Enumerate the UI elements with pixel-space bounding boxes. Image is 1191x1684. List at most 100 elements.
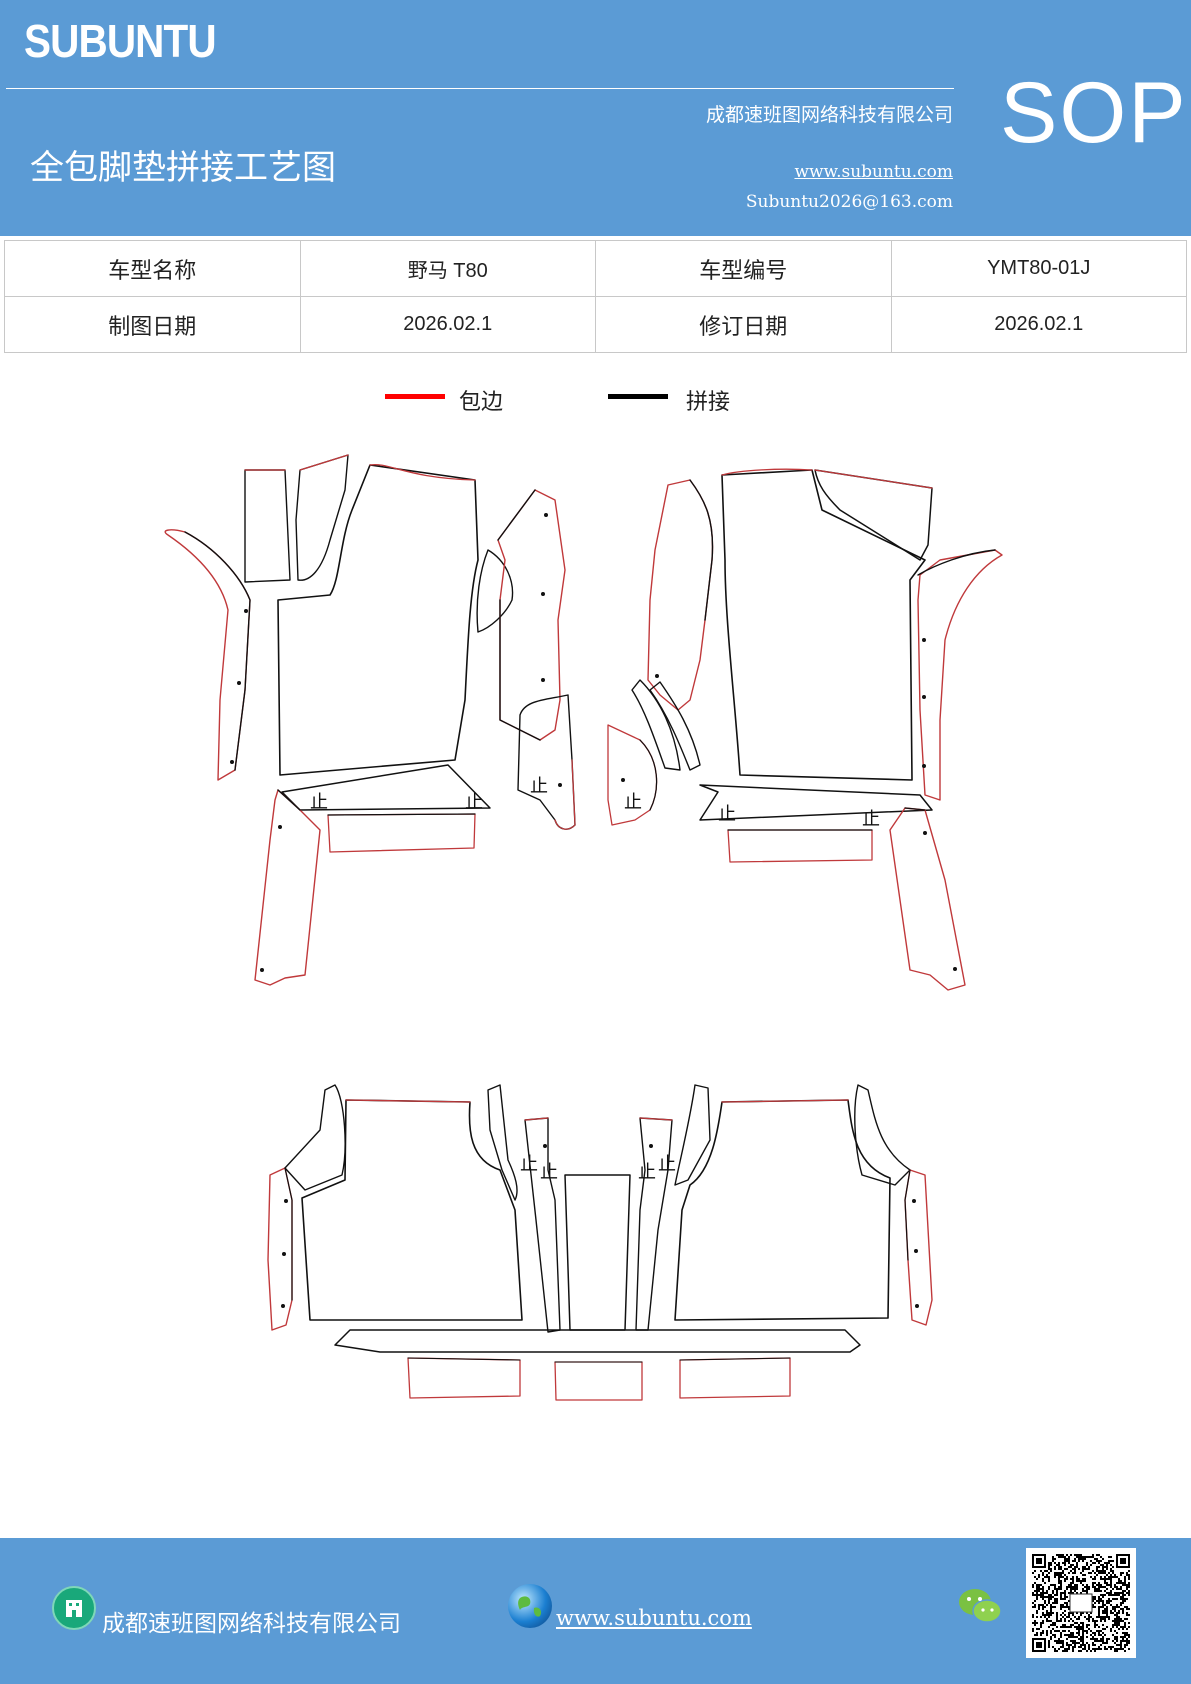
front-left-mat-group [164,454,576,986]
mat-piece [679,1357,791,1361]
mat-piece [889,807,966,991]
header-company-name: 成都速班图网络科技有限公司 [705,104,953,126]
mat-piece [284,1084,346,1191]
footer-website-link[interactable]: www.subuntu.com [556,1606,752,1630]
mat-piece [721,1099,849,1103]
mat-piece [277,789,301,811]
dot-marker [543,1144,547,1148]
mat-piece [564,1174,631,1331]
mat-piece [277,464,479,776]
mat-piece [554,1361,643,1401]
revise-date-label: 修订日期 [595,296,892,353]
mat-piece [334,1329,861,1353]
mat-piece [639,739,658,811]
mat-piece [814,469,933,489]
dot-marker [953,967,957,971]
dot-marker [237,681,241,685]
mat-piece [635,1117,673,1331]
dot-marker [282,1252,286,1256]
table-row: 车型名称 野马 T80 车型编号 YMT80-01J [4,240,1187,297]
sop-badge: SOP [1000,65,1188,161]
mat-piece [699,784,933,821]
dot-marker [278,825,282,829]
mat-piece [554,759,576,830]
header-website-link[interactable]: www.subuntu.com [794,162,953,182]
dot-marker [915,1304,919,1308]
dot-marker [922,764,926,768]
mat-piece [497,489,566,741]
dot-marker [281,1304,285,1308]
dot-marker [621,778,625,782]
mat-piece [854,1084,911,1186]
mat-piece [345,1099,471,1103]
model-name-label: 车型名称 [4,240,301,297]
dot-marker [922,638,926,642]
front-right-mat-group [607,468,1003,991]
dot-marker [260,968,264,972]
mat-piece [631,679,681,771]
mat-piece [649,681,701,771]
mat-piece [295,454,349,581]
mat-piece [721,469,926,781]
legend-label: 包边 [459,390,504,415]
footer-company-name: 成都速班图网络科技有限公司 [102,1611,401,1637]
mat-piece [244,469,291,583]
table-row: 制图日期 2026.02.1 修订日期 2026.02.1 [4,296,1187,353]
mat-piece [917,549,1003,801]
dot-marker [655,674,659,678]
mat-piece [674,1084,711,1186]
rear-mat-group [267,1084,933,1401]
dot-marker [544,513,548,517]
mat-piece [284,1167,293,1301]
mat-piece [487,1084,518,1201]
dot-marker [230,760,234,764]
stop-mark: 止 [310,792,328,813]
header-divider [6,88,954,89]
draw-date-value: 2026.02.1 [299,296,596,353]
legend-item-seam: 拼接 [608,384,748,424]
dot-marker [284,1199,288,1203]
mat-piece [476,549,514,633]
mat-piece [689,479,714,621]
mat-piece [267,1167,293,1331]
stop-mark: 止 [530,776,548,797]
mat-piece [814,469,933,561]
model-code-value: YMT80-01J [890,240,1187,297]
stop-mark: 止 [540,1162,558,1183]
dot-marker [912,1199,916,1203]
document-title: 全包脚垫拼接工艺图 [30,148,336,188]
mat-piece [904,1169,933,1326]
mat-piece [407,1357,521,1361]
qr-code [1026,1548,1136,1658]
stop-marks: 止 止 止 止 止 止 止 止 止 止 [310,776,880,1183]
mat-piece [301,1099,523,1321]
mat-piece [721,468,813,476]
mat-piece [164,529,251,781]
mat-piece [184,531,251,771]
dot-marker [541,678,545,682]
dot-marker [914,1249,918,1253]
globe-icon [508,1584,552,1628]
mat-piece [497,489,541,741]
mat-piece [524,1117,549,1121]
footer-banner: 成都速班图网络科技有限公司 www.subuntu.com [0,1538,1191,1684]
mat-piece [254,789,321,986]
mat-piece [407,1357,521,1399]
header-email[interactable]: Subuntu2026@163.com [745,192,953,212]
mat-piece [639,1117,673,1121]
dot-marker [922,695,926,699]
wechat-icon[interactable] [956,1586,1004,1626]
mat-piece [679,1357,791,1399]
mat-piece [327,813,476,853]
stop-mark: 止 [658,1154,676,1175]
mat-piece [674,1099,891,1321]
legend-swatch-red [385,394,445,399]
draw-date-label: 制图日期 [4,296,301,353]
mat-piece [904,807,926,811]
dot-marker [558,783,562,787]
mat-piece [917,549,996,576]
mat-piece [327,813,476,816]
legend-swatch-black [608,394,668,399]
locating-dots [230,513,957,1308]
dot-marker [244,609,248,613]
